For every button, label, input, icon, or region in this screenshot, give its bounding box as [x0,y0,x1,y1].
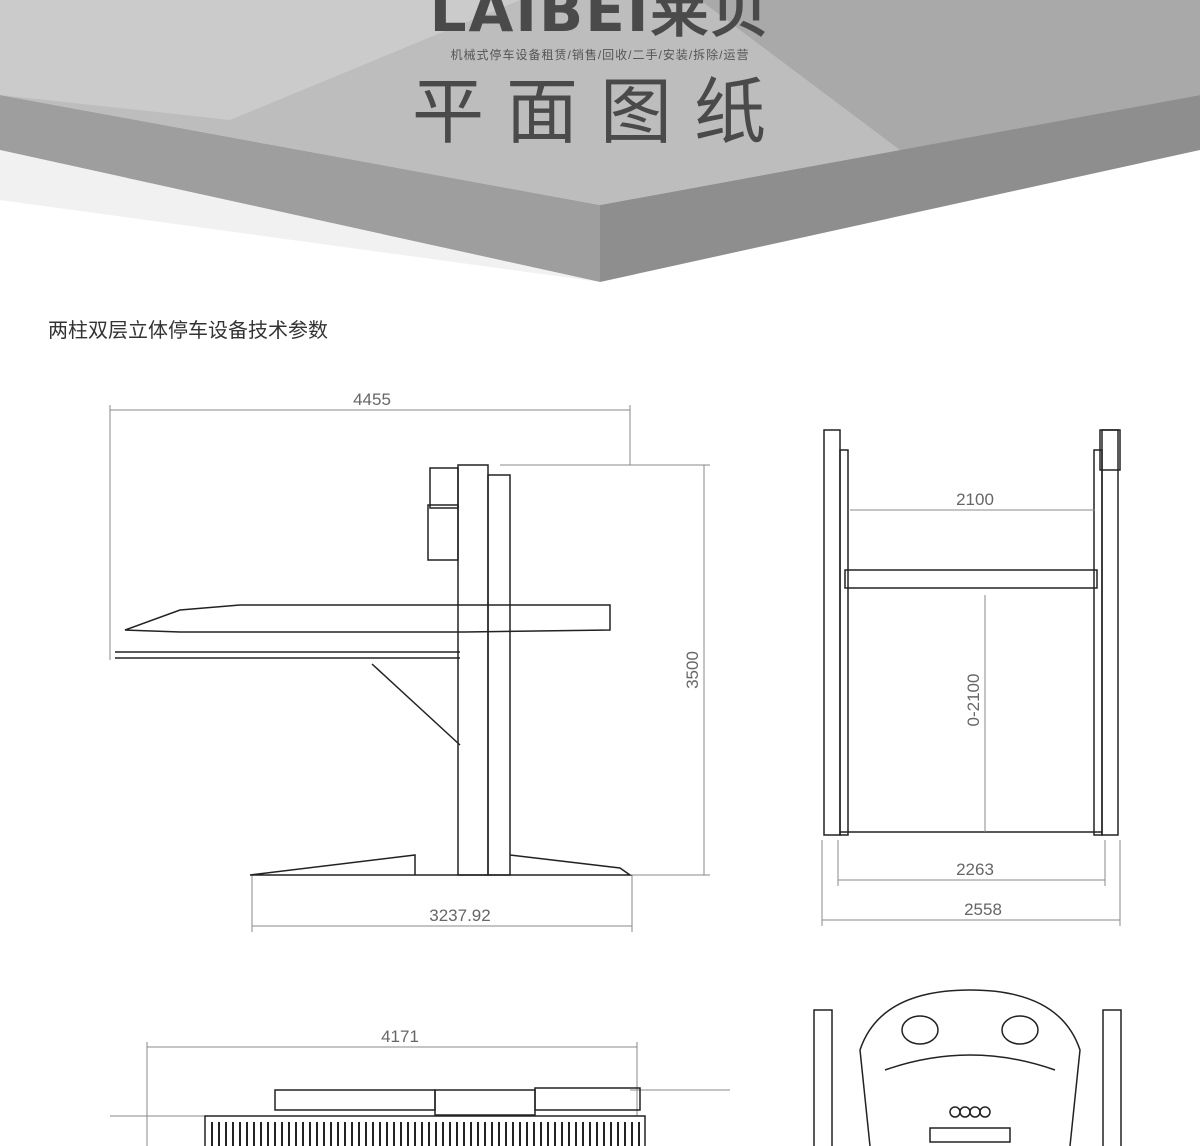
dim-base-length: 3237.92 [429,906,490,925]
brand-logo: LAIBEI莱贝 [429,0,771,45]
top-view-drawing: 4171 [110,1027,730,1146]
dim-inner-width: 2263 [956,860,994,879]
dim-top-length: 4171 [381,1027,419,1046]
section-title: 两柱双层立体停车设备技术参数 [48,320,328,342]
dim-height: 3500 [683,651,702,689]
dim-platform-width: 2100 [956,490,994,509]
side-view-lift [115,464,633,876]
side-view-drawing: 4455 3500 3237.92 [109,390,710,932]
dim-outer-width: 2558 [964,900,1002,919]
front-view-drawing: 2100 0-2100 2263 2558 [821,429,1121,926]
platform-slats [211,1122,640,1146]
page-title: 平面图纸 [411,70,788,154]
dim-overall-length: 4455 [353,390,391,409]
dim-lift-range: 0-2100 [964,674,983,727]
front-view-lift [823,429,1121,836]
front-view-dimensions [821,509,1121,926]
tagline: 机械式停车设备租赁/销售/回收/二手/安装/拆除/运营 [450,48,750,62]
side-view-dimensions [109,405,710,932]
car-top-view-drawing [813,989,1122,1146]
